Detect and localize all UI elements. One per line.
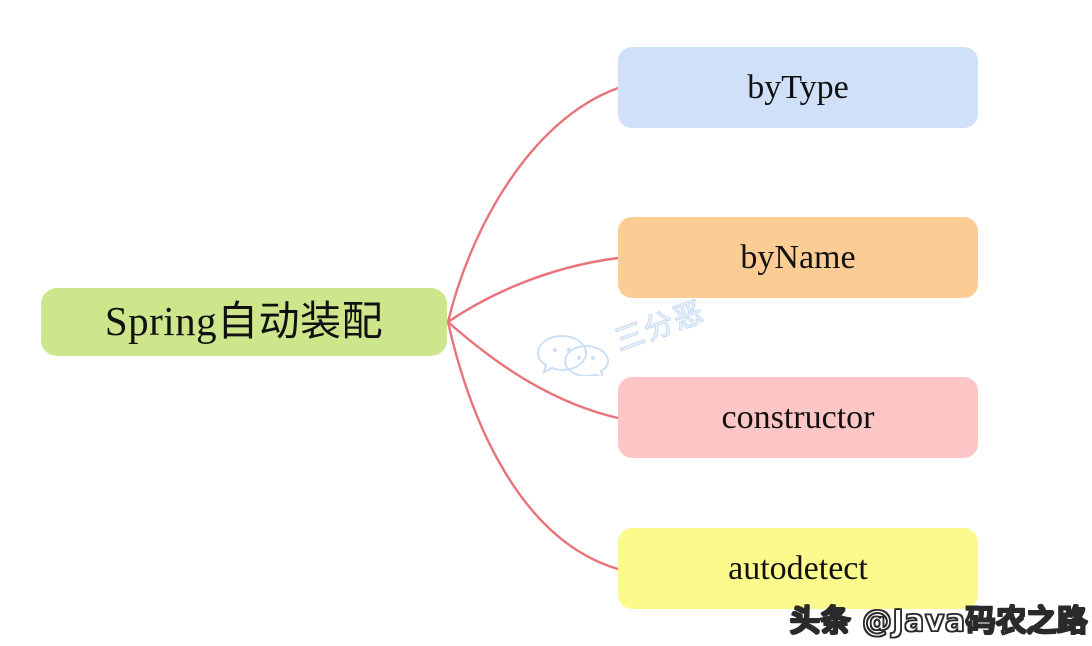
wechat-watermark: 三分恶	[536, 296, 710, 376]
node-constructor-label: constructor	[721, 398, 875, 436]
node-bytype[interactable]: byType	[618, 47, 978, 128]
node-byname-label: byName	[740, 238, 856, 276]
node-bytype-label: byType	[747, 68, 849, 106]
edge-to-byname	[446, 256, 620, 324]
node-autodetect-label: autodetect	[728, 549, 868, 587]
wechat-logo-icon	[536, 334, 610, 376]
node-constructor[interactable]: constructor	[618, 377, 978, 458]
edge-to-constructor	[446, 320, 620, 420]
node-autodetect[interactable]: autodetect	[618, 528, 978, 609]
edge-to-autodetect	[446, 320, 620, 571]
node-byname[interactable]: byName	[618, 217, 978, 298]
root-node-label: Spring自动装配	[104, 298, 384, 345]
root-node-spring-autowiring[interactable]: Spring自动装配	[41, 288, 447, 356]
wechat-watermark-text: 三分恶	[610, 296, 710, 358]
edge-to-bytype	[446, 86, 620, 324]
svg-text:三分恶: 三分恶	[610, 296, 709, 358]
